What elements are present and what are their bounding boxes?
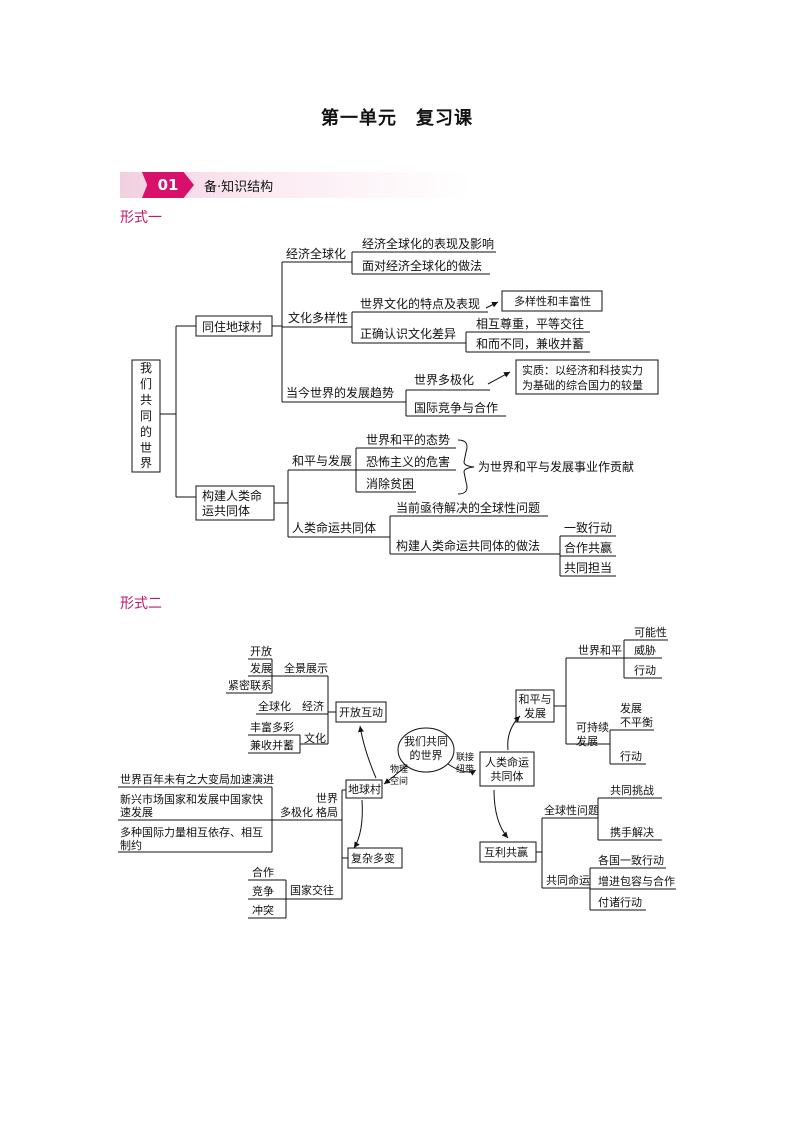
root-char: 共: [140, 393, 152, 407]
root-char: 界: [140, 456, 152, 470]
label-bond-1: 联接: [456, 751, 474, 763]
root-char: 世: [140, 441, 152, 455]
item-threat: 威胁: [634, 643, 656, 657]
node-earth-village: 同住地球村: [202, 320, 262, 334]
root-char: 的: [140, 424, 152, 439]
note-essence-line1: 实质：以经济和科技实力: [522, 363, 643, 377]
label-economy: 经济: [302, 699, 324, 713]
label-open: 开放: [250, 644, 272, 658]
item-interdependence-line1: 多种国际力量相互依存、相互: [120, 825, 263, 839]
note-essence-line2: 为基础的综合国力的较量: [522, 378, 643, 392]
node-share-responsibility: 共同担当: [564, 561, 612, 575]
node-community-2: 共同体: [491, 769, 524, 783]
label-physical-1: 物理: [390, 763, 408, 775]
label-inclusive: 兼收并蓄: [250, 738, 294, 752]
node-multipolarity: 世界多极化: [414, 373, 474, 387]
node-open-interaction: 开放互动: [339, 705, 383, 719]
page-title: 第一单元 复习课: [321, 108, 473, 129]
node-global-issues: 当前亟待解决的全球性问题: [396, 500, 540, 515]
node-world-trends: 当今世界的发展趋势: [286, 385, 394, 400]
label-globalization: 全球化: [258, 699, 291, 713]
item-inclusion: 增进包容与合作: [598, 874, 675, 888]
label-sustainable-1: 可持续: [576, 720, 609, 734]
node-culture-features: 世界文化的特点及表现: [360, 296, 480, 311]
root-char: 们: [140, 376, 152, 391]
label-world-pattern-1: 世界: [316, 792, 338, 805]
label-state-relations: 国家交往: [290, 883, 334, 897]
node-peace-trend: 世界和平的态势: [366, 432, 450, 447]
item-great-changes: 世界百年未有之大变局加速演进: [120, 772, 274, 786]
item-interdependence-line2: 制约: [120, 839, 142, 852]
label-global-issues: 全球性问题: [544, 803, 599, 817]
node-win-win: 互利共赢: [484, 845, 528, 859]
section-header: 01 备·知识结构: [120, 172, 470, 198]
form1-label: 形式一: [120, 210, 162, 226]
node-globalization-response: 面对经济全球化的做法: [362, 258, 482, 273]
node-competition: 国际竞争与合作: [414, 400, 498, 415]
label-develop: 发展: [250, 661, 272, 675]
node-culture-difference: 正确认识文化差异: [360, 326, 456, 341]
node-globalization: 经济全球化: [286, 246, 346, 261]
label-bond-2: 纽带: [456, 763, 474, 775]
node-build-community: 构建人类命运共同体的做法: [396, 538, 540, 553]
node-peace-dev-2: 发展: [524, 706, 546, 720]
item-take-action: 付诸行动: [598, 896, 642, 909]
item-act-together: 各国一致行动: [598, 853, 664, 867]
item-cooperation: 合作: [252, 865, 274, 879]
node-peace-development: 和平与发展: [292, 453, 352, 468]
label-physical-2: 空间: [390, 775, 408, 787]
node-harmony: 和而不同，兼收并蓄: [476, 337, 584, 351]
label-culture: 文化: [304, 731, 326, 745]
node-cultural-diversity: 文化多样性: [288, 310, 348, 325]
root-char: 同: [140, 409, 152, 423]
note-contribute: 为世界和平与发展事业作贡献: [478, 459, 634, 474]
center-line2: 的世界: [410, 748, 443, 762]
label-close-ties: 紧密联系: [228, 678, 272, 692]
node-act-together: 一致行动: [564, 521, 612, 535]
label-shared-fate: 共同命运: [546, 873, 590, 887]
note-diversity: 多样性和丰富性: [514, 294, 591, 308]
item-competition: 竞争: [252, 884, 274, 898]
section-number-badge: 01: [142, 172, 194, 198]
label-world-peace: 世界和平: [578, 644, 622, 657]
label-full-display: 全景展示: [284, 661, 328, 675]
item-imbalance-1: 发展: [620, 701, 642, 715]
node-complex-changing: 复杂多变: [351, 851, 395, 865]
item-solve-together: 携手解决: [610, 825, 654, 839]
form2-label: 形式二: [120, 596, 162, 612]
item-emerging-line1: 新兴市场国家和发展中国家快: [120, 792, 263, 806]
node-community-1: 人类命运: [485, 755, 529, 769]
node-globalization-effects: 经济全球化的表现及影响: [362, 236, 494, 251]
item-peace-action: 行动: [634, 664, 656, 677]
node-community-line1: 构建人类命: [202, 488, 262, 503]
node-poverty: 消除贫困: [366, 476, 414, 491]
node-respect-equality: 相互尊重，平等交往: [476, 316, 584, 331]
root-char: 我: [140, 361, 152, 375]
item-common-challenge: 共同挑战: [610, 783, 654, 797]
item-sustain-action: 行动: [620, 750, 642, 763]
center-line1: 我们共同: [404, 734, 448, 748]
node-shared-future: 人类命运共同体: [292, 520, 376, 535]
node-peace-dev-1: 和平与: [519, 693, 552, 706]
label-world-pattern-2: 格局: [316, 805, 338, 819]
item-possibility: 可能性: [634, 625, 667, 639]
node-terrorism: 恐怖主义的危害: [366, 454, 450, 469]
label-multipolar: 多极化: [280, 805, 313, 819]
node-earth-village: 地球村: [348, 782, 381, 796]
item-conflict: 冲突: [252, 903, 274, 917]
section-label: 备·知识结构: [204, 180, 274, 195]
node-cooperate-win: 合作共赢: [564, 540, 612, 555]
label-colorful: 丰富多彩: [250, 720, 294, 734]
item-emerging-line2: 速发展: [120, 805, 153, 819]
label-sustainable-2: 发展: [576, 734, 598, 748]
item-imbalance-2: 不平衡: [620, 716, 653, 729]
node-community-line2: 运共同体: [202, 504, 250, 518]
